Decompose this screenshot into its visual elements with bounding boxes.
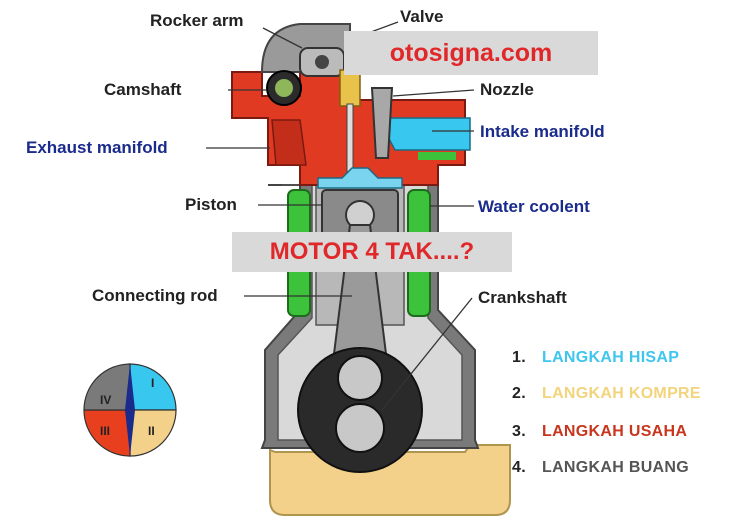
- step-text: LANGKAH BUANG: [542, 459, 690, 476]
- main-journal: [335, 403, 385, 453]
- cycle-indicator-needle: [125, 364, 135, 456]
- quadrant-label-ii: II: [148, 424, 155, 438]
- step-exhaust: 4. LANGKAH BUANG: [512, 459, 689, 477]
- cycle-quadrant-ii: [129, 409, 177, 457]
- label-connecting-rod: Connecting rod: [92, 286, 218, 305]
- step-number: 4.: [512, 459, 526, 476]
- label-water-coolent: Water coolent: [478, 197, 590, 216]
- quadrant-label-iii: III: [100, 424, 111, 438]
- camshaft-lobe: [275, 79, 293, 97]
- exhaust-port: [271, 119, 307, 166]
- step-number: 3.: [512, 423, 526, 440]
- cycle-quadrant-i: [129, 363, 177, 411]
- label-camshaft: Camshaft: [104, 80, 182, 99]
- step-intake: 1. LANGKAH HISAP: [512, 349, 679, 367]
- cycle-quadrant-iii: [83, 409, 131, 457]
- four-stroke-cycle-wheel: [83, 363, 177, 457]
- nozzle-body: [370, 87, 394, 159]
- quadrant-label-i: I: [151, 376, 155, 390]
- label-crankshaft: Crankshaft: [478, 288, 567, 307]
- leader-lines: [206, 21, 475, 411]
- headline-banner: MOTOR 4 TAK....?: [232, 232, 512, 272]
- step-text: LANGKAH KOMPRE: [542, 385, 701, 402]
- label-valve: Valve: [400, 7, 444, 26]
- step-power: 3. LANGKAH USAHA: [512, 423, 687, 441]
- combustion-chamber: [317, 167, 403, 189]
- step-number: 2.: [512, 385, 526, 402]
- label-nozzle: Nozzle: [480, 80, 534, 99]
- label-rocker-arm: Rocker arm: [150, 11, 244, 30]
- label-exhaust-manifold: Exhaust manifold: [26, 138, 168, 157]
- label-intake-manifold: Intake manifold: [480, 122, 605, 141]
- step-compression: 2. LANGKAH KOMPRE: [512, 385, 701, 403]
- step-number: 1.: [512, 349, 526, 366]
- rocker-pivot: [315, 55, 329, 69]
- watermark-banner: otosigna.com: [344, 31, 598, 75]
- intake-water-passage: [418, 152, 456, 160]
- cycle-quadrant-iv: [83, 363, 131, 411]
- step-text: LANGKAH USAHA: [542, 423, 688, 440]
- quadrant-label-iv: IV: [100, 393, 112, 407]
- label-piston: Piston: [185, 195, 237, 214]
- step-text: LANGKAH HISAP: [542, 349, 680, 366]
- crankpin: [337, 355, 383, 401]
- valve-spring: [339, 69, 361, 107]
- intake-manifold-passage: [376, 117, 471, 151]
